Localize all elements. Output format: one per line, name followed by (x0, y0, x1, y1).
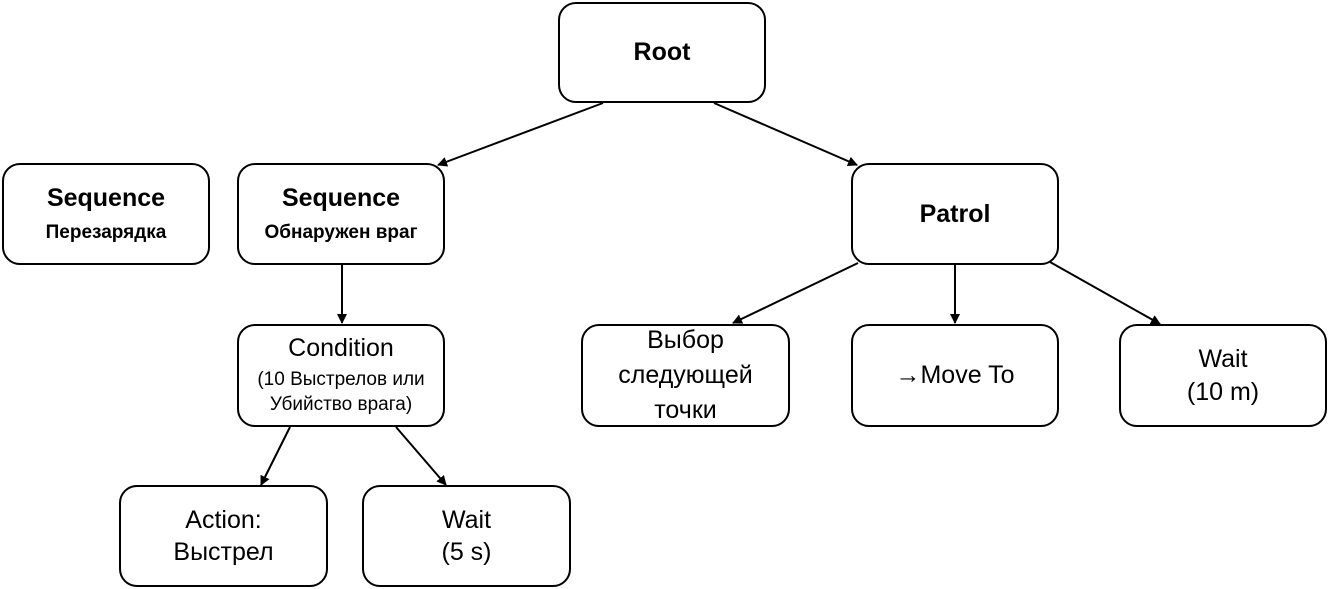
edge-patrol-to-wait-10m (1049, 261, 1161, 325)
node-sequence-enemy-subtitle: Обнаружен враг (264, 221, 418, 243)
node-move-to: →Move To (851, 324, 1059, 427)
node-condition-line2: Убийство врага) (269, 394, 413, 416)
node-wait-shoot-line2: (5 s) (441, 538, 492, 566)
node-action-shoot-line2: Выстрел (173, 538, 274, 566)
node-patrol-label: Patrol (919, 199, 991, 228)
node-wait-shoot-line1: Wait (441, 505, 492, 534)
edge-condition-to-shoot (260, 426, 291, 486)
node-root: Root (558, 2, 766, 103)
node-pick-next-point-line1: Выбор (647, 326, 724, 354)
node-condition-title: Condition (288, 334, 394, 362)
node-sequence-enemy-title: Sequence (281, 184, 401, 213)
node-sequence-reload-subtitle: Перезарядка (45, 221, 167, 243)
node-wait-patrol: Wait (10 m) (1119, 324, 1327, 427)
node-action-shoot: Action: Выстрел (119, 485, 328, 587)
node-wait-patrol-line1: Wait (1198, 345, 1248, 373)
node-sequence-reload: Sequence Перезарядка (2, 163, 210, 265)
node-pick-next-point-line2: следующей (618, 361, 753, 389)
node-wait-patrol-line2: (10 m) (1186, 377, 1260, 406)
node-pick-next-point: Выбор следующей точки (581, 324, 790, 427)
node-action-shoot-line1: Action: (185, 505, 262, 534)
edge-root-to-enemy-sequence (437, 102, 604, 167)
node-sequence-enemy: Sequence Обнаружен враг (237, 163, 445, 265)
node-wait-shoot: Wait (5 s) (362, 485, 571, 587)
node-move-to-label: →Move To (895, 361, 1015, 390)
edge-patrol-to-pick-point (732, 262, 859, 324)
node-patrol: Patrol (851, 163, 1059, 265)
node-pick-next-point-line3: точки (654, 396, 717, 424)
edge-root-to-patrol (713, 102, 858, 167)
node-root-label: Root (633, 38, 691, 67)
node-sequence-reload-title: Sequence (46, 184, 166, 213)
node-condition: Condition (10 Выстрелов или Убийство вра… (237, 324, 445, 427)
edge-condition-to-wait-5s (395, 426, 447, 486)
node-condition-line1: (10 Выстрелов или (257, 368, 425, 390)
